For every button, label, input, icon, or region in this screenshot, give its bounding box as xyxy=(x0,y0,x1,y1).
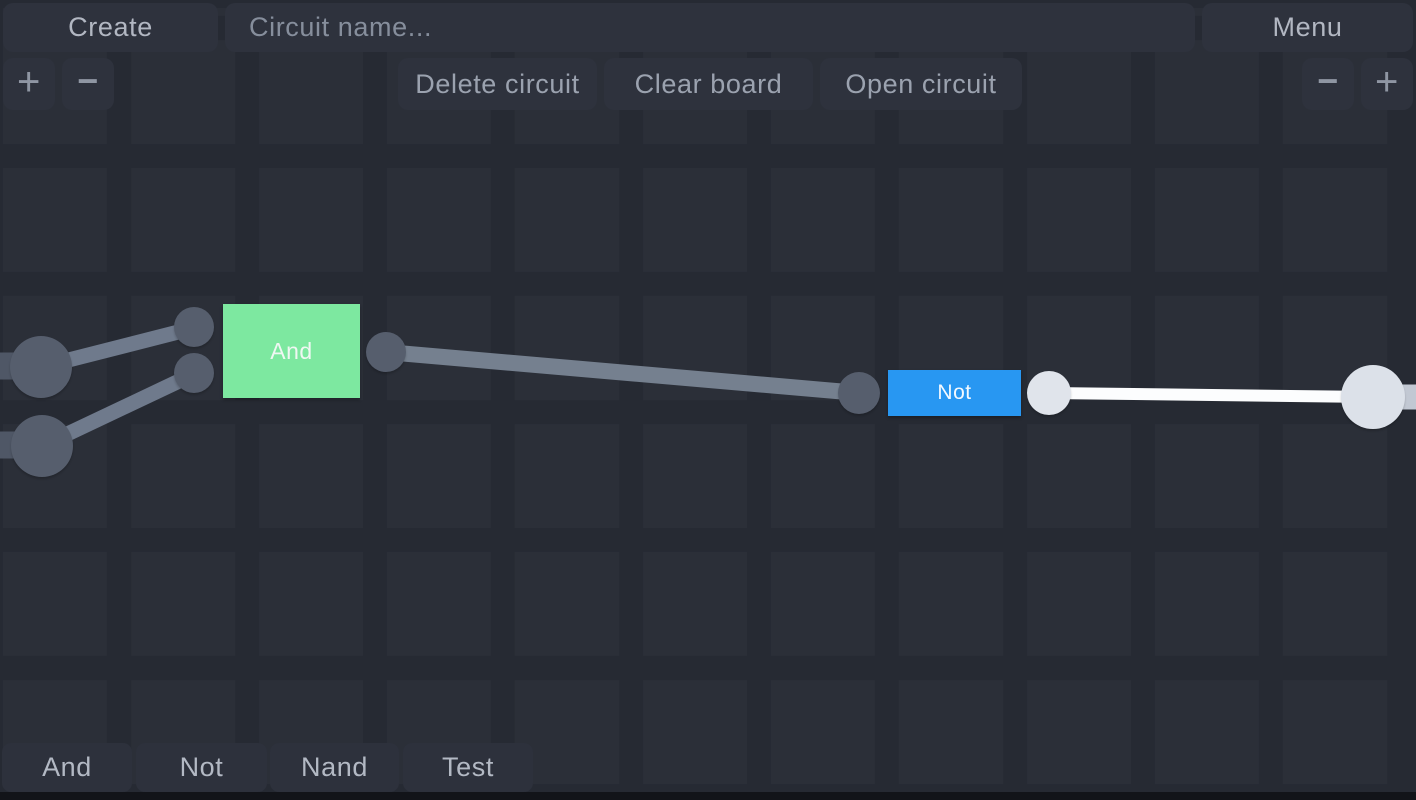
node-and-out[interactable] xyxy=(366,332,406,372)
circuit-name-input[interactable] xyxy=(225,3,1195,52)
node-not-in[interactable] xyxy=(838,372,880,414)
node-input-a[interactable] xyxy=(10,336,72,398)
open-circuit-button[interactable]: Open circuit xyxy=(820,58,1022,110)
wire-not-to-output[interactable] xyxy=(1048,387,1374,403)
bottom-edge-strip xyxy=(0,792,1416,800)
node-and-in-1[interactable] xyxy=(174,307,214,347)
gate-and[interactable]: And xyxy=(223,304,360,398)
node-not-out[interactable] xyxy=(1027,371,1071,415)
clear-board-button[interactable]: Clear board xyxy=(604,58,813,110)
zoom-in-left-button[interactable]: + xyxy=(3,58,55,110)
palette-item-test[interactable]: Test xyxy=(403,743,533,792)
palette-item-nand[interactable]: Nand xyxy=(270,743,399,792)
zoom-out-left-button[interactable]: − xyxy=(62,58,114,110)
palette-item-and[interactable]: And xyxy=(2,743,132,792)
menu-button[interactable]: Menu xyxy=(1202,3,1413,52)
gate-label: And xyxy=(270,337,313,364)
palette-item-not[interactable]: Not xyxy=(136,743,267,792)
zoom-in-right-button[interactable]: + xyxy=(1361,58,1413,110)
node-input-b[interactable] xyxy=(11,415,73,477)
delete-circuit-button[interactable]: Delete circuit xyxy=(398,58,597,110)
zoom-out-right-button[interactable]: − xyxy=(1302,58,1354,110)
node-output[interactable] xyxy=(1341,365,1405,429)
create-button[interactable]: Create xyxy=(3,3,218,52)
node-and-in-2[interactable] xyxy=(174,353,214,393)
gate-label: Not xyxy=(937,381,972,404)
wire-and-to-not[interactable] xyxy=(385,344,860,401)
gate-not[interactable]: Not xyxy=(888,370,1021,416)
